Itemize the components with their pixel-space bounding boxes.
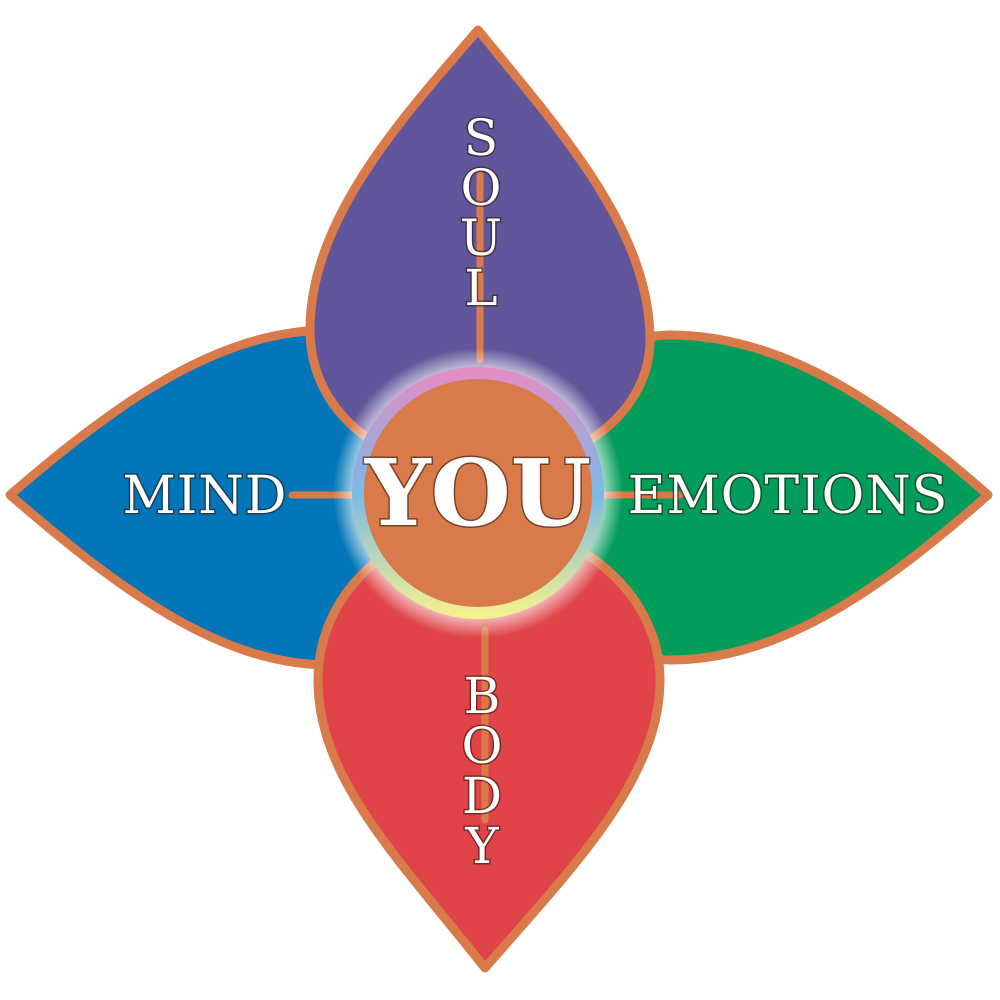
svg-text:D: D — [462, 767, 502, 825]
svg-text:S: S — [464, 109, 498, 167]
svg-text:B: B — [464, 667, 501, 725]
svg-text:Y: Y — [464, 817, 499, 875]
svg-text:L: L — [464, 259, 497, 317]
petal-label-mind: MIND — [123, 466, 288, 526]
svg-text:U: U — [460, 209, 502, 267]
center-label: YOU — [364, 439, 591, 547]
svg-text:O: O — [461, 159, 502, 217]
svg-text:O: O — [462, 717, 503, 775]
petal-label-emotions: EMOTIONS — [628, 466, 949, 526]
center-circle — [364, 379, 592, 607]
